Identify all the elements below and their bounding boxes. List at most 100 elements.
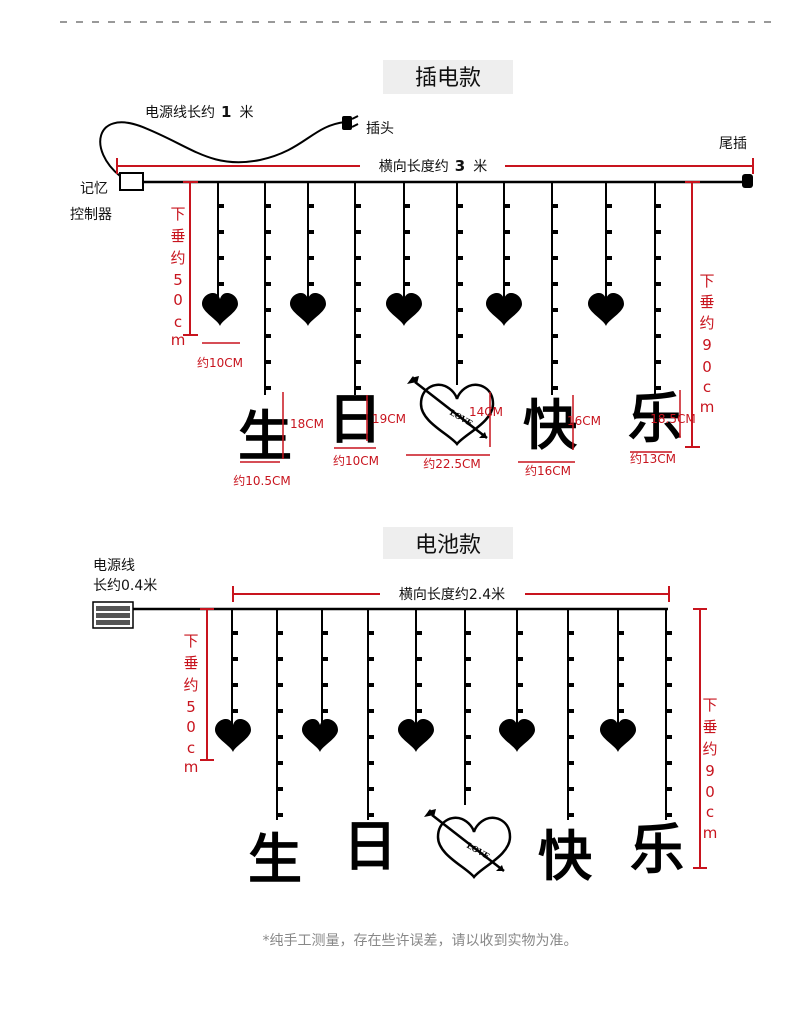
led-bead — [404, 282, 410, 286]
svg-text:垂: 垂 — [170, 227, 185, 245]
led-bead — [277, 709, 283, 713]
led-bead — [277, 683, 283, 687]
led-bead — [606, 230, 612, 234]
led-bead — [265, 360, 271, 364]
svg-text:m: m — [700, 398, 715, 416]
led-bead — [655, 308, 661, 312]
led-bead — [465, 735, 471, 739]
love-heart-arrow-bottom: LOVE — [424, 809, 512, 879]
led-bead — [568, 683, 574, 687]
led-bead — [618, 683, 624, 687]
led-bead — [218, 230, 224, 234]
led-bead — [568, 813, 574, 817]
light-strand — [415, 609, 422, 725]
led-bead — [517, 657, 523, 661]
drop-label-right-bottom: 下 垂 约 9 0 c m — [702, 696, 717, 842]
led-bead — [457, 334, 463, 338]
led-bead — [218, 282, 224, 286]
battery-cord-label-2: 长约0.4米 — [93, 578, 157, 594]
svg-text:约22.5CM: 约22.5CM — [423, 456, 480, 471]
light-strand — [605, 182, 612, 300]
led-bead — [666, 761, 672, 765]
love-heart-arrow-top: LOVE — [407, 376, 495, 446]
led-bead — [404, 204, 410, 208]
svg-text:0: 0 — [702, 358, 712, 376]
light-strand — [464, 609, 471, 805]
svg-text:18.5CM: 18.5CM — [650, 412, 695, 426]
svg-text:约: 约 — [699, 314, 714, 332]
led-bead — [404, 256, 410, 260]
led-bead — [232, 631, 238, 635]
led-bead — [355, 230, 361, 234]
led-bead — [655, 334, 661, 338]
svg-text:9: 9 — [702, 336, 712, 354]
led-bead — [666, 657, 672, 661]
led-bead — [666, 813, 672, 817]
led-bead — [416, 657, 422, 661]
led-bead — [504, 282, 510, 286]
light-strand — [354, 182, 361, 395]
heart-width-label: 约10CM — [197, 355, 243, 370]
svg-text:垂: 垂 — [702, 718, 717, 736]
led-bead — [368, 683, 374, 687]
controller-label-1: 记忆 — [80, 181, 108, 197]
light-strands-top — [217, 182, 661, 395]
led-bead — [308, 204, 314, 208]
led-bead — [655, 386, 661, 390]
svg-text:垂: 垂 — [699, 293, 714, 311]
char-sheng-top: 生 — [238, 404, 292, 468]
led-bead — [355, 386, 361, 390]
led-bead — [504, 204, 510, 208]
svg-text:19CM: 19CM — [372, 412, 406, 426]
svg-text:c: c — [174, 313, 182, 331]
led-bead — [232, 683, 238, 687]
led-bead — [568, 709, 574, 713]
svg-text:垂: 垂 — [183, 654, 198, 672]
led-bead — [277, 761, 283, 765]
char-le-bottom: 乐 — [630, 817, 684, 881]
svg-text:16CM: 16CM — [567, 414, 601, 428]
tail-plug-icon — [742, 174, 753, 188]
drop-label-left-bottom: 下 垂 约 5 0 c m — [183, 632, 198, 776]
led-bead — [404, 230, 410, 234]
led-bead — [465, 657, 471, 661]
section-title-battery: 电池款 — [415, 533, 481, 558]
led-bead — [277, 787, 283, 791]
led-bead — [666, 787, 672, 791]
led-bead — [655, 360, 661, 364]
led-bead — [457, 308, 463, 312]
led-bead — [568, 787, 574, 791]
led-bead — [666, 709, 672, 713]
led-bead — [606, 204, 612, 208]
led-bead — [277, 735, 283, 739]
light-strand — [503, 182, 510, 300]
char-kuai-top: 快 — [523, 393, 578, 457]
led-bead — [457, 360, 463, 364]
led-bead — [355, 360, 361, 364]
led-bead — [465, 709, 471, 713]
section-title-bg-battery — [383, 527, 513, 559]
char-ri-bottom: 日 — [343, 814, 397, 878]
svg-text:约: 约 — [183, 676, 198, 694]
led-bead — [265, 308, 271, 312]
led-bead — [552, 308, 558, 312]
light-strand — [264, 182, 271, 395]
footnote: *纯手工测量，存在些许误差，请以收到实物为准。 — [263, 933, 578, 949]
led-bead — [618, 631, 624, 635]
led-bead — [465, 787, 471, 791]
led-bead — [265, 386, 271, 390]
led-bead — [322, 631, 328, 635]
char-kuai-bottom: 快 — [538, 824, 593, 888]
led-bead — [368, 787, 374, 791]
led-bead — [368, 813, 374, 817]
tail-plug-label: 尾插 — [719, 136, 747, 152]
svg-text:0: 0 — [173, 291, 183, 309]
led-bead — [552, 360, 558, 364]
svg-text:约: 约 — [702, 740, 717, 758]
led-bead — [218, 256, 224, 260]
light-strand — [307, 182, 314, 300]
light-strand — [231, 609, 238, 725]
led-bead — [457, 204, 463, 208]
